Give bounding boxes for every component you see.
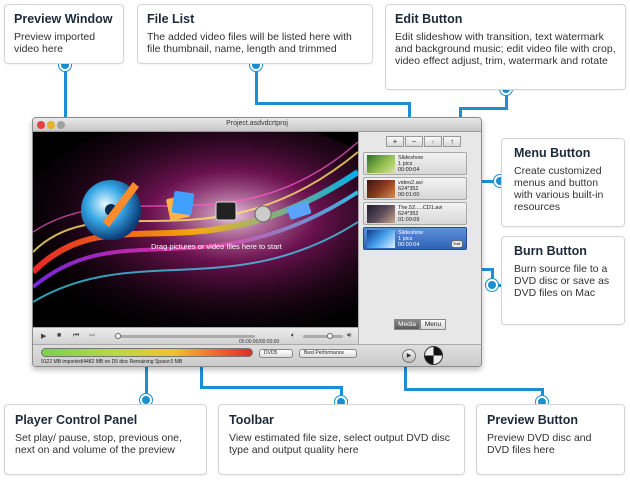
callout-description: Preview imported video here <box>14 31 96 55</box>
file-duration: 00:00:04 <box>398 242 420 248</box>
tab-media[interactable]: Media <box>394 319 420 330</box>
callout-edit-button: Edit Button Edit slideshow with transiti… <box>385 4 626 90</box>
file-thumbnail <box>367 205 395 223</box>
file-detail: 1 pics <box>398 161 413 167</box>
file-list-toolbar: + − ‹ ↑ <box>386 136 461 147</box>
callout-burn-button: Burn Button Burn source file to a DVD di… <box>501 236 625 325</box>
callout-description: View estimated file size, select output … <box>229 432 450 456</box>
zoom-window-button[interactable] <box>57 121 65 129</box>
callout-toolbar: Toolbar View estimated file size, select… <box>218 404 465 475</box>
previous-icon[interactable]: ⏮ <box>73 332 80 339</box>
toolbar: 9122 MB imported/4482 MB on D5 disc Rema… <box>33 344 481 366</box>
file-list-item-selected[interactable]: Slideshow 1 pics 00:00:04 Edit <box>363 227 467 250</box>
callout-title: Toolbar <box>229 413 274 427</box>
file-thumbnail <box>367 180 395 198</box>
file-thumbnail <box>367 155 395 173</box>
connector-previewbtn-h <box>404 388 544 391</box>
callout-description: Set play/ pause, stop, previous one, nex… <box>15 432 182 456</box>
window-title: Project.asdvdcrtproj <box>226 120 288 127</box>
file-name: The.52.....CD1.avi <box>398 205 443 211</box>
minimize-window-button[interactable] <box>47 121 55 129</box>
connector-toolbar-h <box>200 386 343 389</box>
panel-tabs: Media Menu <box>394 319 446 330</box>
callout-description: Preview DVD disc and DVD files here <box>487 432 592 456</box>
next-icon[interactable]: ⏭ <box>89 332 96 339</box>
file-name: video2.avi <box>398 180 423 186</box>
move-left-button[interactable]: ‹ <box>424 136 442 147</box>
file-detail: 624*352 <box>398 186 419 192</box>
close-window-button[interactable] <box>37 121 45 129</box>
size-estimate-text: 9122 MB imported/4482 MB on D5 disc Rema… <box>41 359 183 365</box>
play-icon[interactable]: ▶ <box>41 333 47 340</box>
file-list-panel: + − ‹ ↑ Slideshow 1 pics 00:00:04 video2… <box>358 132 481 344</box>
tab-menu[interactable]: Menu <box>420 319 446 330</box>
volume-slider[interactable] <box>303 333 343 339</box>
file-duration: 00:01:00 <box>398 192 420 198</box>
preview-button[interactable]: ▶ <box>402 349 416 363</box>
add-file-button[interactable]: + <box>386 136 404 147</box>
callout-description: The added video files will be listed her… <box>147 31 352 55</box>
drag-hint-text: Drag pictures or video files here to sta… <box>151 242 282 251</box>
callout-title: File List <box>147 12 195 26</box>
file-detail: 1 pics <box>398 236 413 242</box>
callout-title: Preview Button <box>487 413 578 427</box>
edit-button[interactable]: Edit <box>451 240 463 248</box>
callout-title: Edit Button <box>395 12 463 26</box>
disc-capacity-meter <box>41 348 253 357</box>
callout-description: Edit slideshow with transition, text wat… <box>395 31 616 67</box>
time-readout: 00:00:00/00:00:00 <box>239 339 280 345</box>
connector-filelist-v1 <box>255 66 258 104</box>
callout-title: Burn Button <box>514 244 587 258</box>
file-duration: 00:00:04 <box>398 167 420 173</box>
progress-knob[interactable] <box>115 333 121 339</box>
connector-burn-v <box>491 268 494 287</box>
move-up-button[interactable]: ↑ <box>443 136 461 147</box>
file-list-item[interactable]: The.52.....CD1.avi 624*352 01:09:09 <box>363 202 467 225</box>
connector-filelist-h <box>255 102 410 105</box>
connector-toolbar-v2 <box>340 386 343 402</box>
callout-preview-button: Preview Button Preview DVD disc and DVD … <box>476 404 625 475</box>
callout-title: Preview Window <box>14 12 113 26</box>
preview-window[interactable]: Drag pictures or video files here to sta… <box>33 132 358 327</box>
app-window: Project.asdvdcrtproj <box>32 117 482 367</box>
disc-type-select[interactable]: DVD5 <box>259 349 293 358</box>
file-duration: 01:09:09 <box>398 217 420 223</box>
callout-preview-window: Preview Window Preview imported video he… <box>4 4 124 64</box>
connector-edit-h <box>459 107 508 110</box>
stop-icon[interactable]: ■ <box>57 332 62 339</box>
callout-description: Create customized menus and button with … <box>514 165 604 213</box>
volume-high-icon: 🔊︎ <box>347 332 352 339</box>
file-name: Slideshow <box>398 230 424 236</box>
remove-file-button[interactable]: − <box>405 136 423 147</box>
connector-preview <box>64 66 67 130</box>
callout-file-list: File List The added video files will be … <box>137 4 373 64</box>
progress-slider[interactable] <box>115 333 255 339</box>
play-icon: ▶ <box>406 353 412 359</box>
file-detail: 624*352 <box>398 211 419 217</box>
connector-previewbtn-v <box>404 350 407 390</box>
callout-description: Burn source file to a DVD disc or save a… <box>514 263 610 299</box>
title-bar: Project.asdvdcrtproj <box>33 118 481 132</box>
burn-button[interactable] <box>424 346 443 365</box>
file-thumbnail <box>367 230 395 248</box>
connector-previewbtn-v2 <box>541 388 544 402</box>
quality-select[interactable]: Best Performance <box>299 349 357 358</box>
callout-player-control-panel: Player Control Panel Set play/ pause, st… <box>4 404 207 475</box>
file-list-item[interactable]: video2.avi 624*352 00:01:00 <box>363 177 467 200</box>
preview-artwork <box>33 132 358 327</box>
connector-dot-burn <box>486 279 498 291</box>
volume-low-icon: 🔈︎ <box>291 332 296 339</box>
player-control-panel: ▶ ■ ⏮ ⏭ 00:00:00/00:00:00 🔈︎ 🔊︎ <box>33 327 358 345</box>
file-name: Slideshow <box>398 155 424 161</box>
callout-menu-button: Menu Button Create customized menus and … <box>501 138 625 227</box>
file-list-item[interactable]: Slideshow 1 pics 00:00:04 <box>363 152 467 175</box>
volume-knob[interactable] <box>327 333 333 339</box>
callout-title: Player Control Panel <box>15 413 138 427</box>
connector-edit-v1 <box>505 90 508 109</box>
callout-title: Menu Button <box>514 146 591 160</box>
